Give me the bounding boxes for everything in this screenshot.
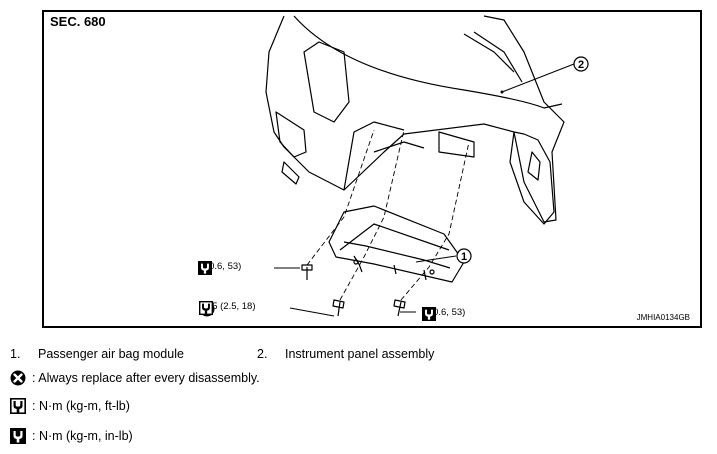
instrument-panel-top-edge bbox=[293, 15, 563, 109]
torque-ft-lb-icon bbox=[199, 301, 213, 315]
instrument-panel-right-end bbox=[509, 131, 555, 225]
callout-1-leader bbox=[415, 255, 457, 263]
torque-bottom-left-leader bbox=[289, 307, 335, 317]
callout-1: 1 bbox=[456, 248, 472, 264]
torque-bottom-left: 24.5 (2.5, 18) bbox=[199, 301, 256, 312]
callout-1-label: 1 bbox=[461, 251, 467, 263]
air-bag-module bbox=[328, 205, 465, 283]
figure-code: JMHIA0134GB bbox=[636, 313, 690, 322]
torque-in-lb-icon bbox=[422, 307, 436, 321]
torque-bottom-right-value: 6 (0.6, 53) bbox=[422, 307, 466, 318]
bolt-bottom-left bbox=[332, 299, 345, 317]
instrument-panel-outline bbox=[265, 15, 565, 223]
symbol-torque-in-lb: : N·m (kg-m, in-lb) bbox=[10, 428, 133, 444]
torque-in-lb-icon bbox=[10, 428, 26, 444]
callout-2: 2 bbox=[573, 56, 589, 72]
airbag-exploded-view: 2 1 bbox=[265, 15, 589, 317]
torque-upper-left-value: 6 (0.6, 53) bbox=[198, 261, 242, 272]
bolt-upper-left bbox=[301, 264, 313, 280]
callout-2-label: 2 bbox=[578, 59, 584, 71]
guide-line-2 bbox=[339, 129, 405, 301]
symbol-always-replace-text: : Always replace after every disassembly… bbox=[32, 371, 260, 385]
torque-bottom-right: 6 (0.6, 53) bbox=[422, 307, 465, 318]
bolt-bottom-right bbox=[393, 299, 406, 317]
guide-line-3 bbox=[400, 141, 470, 301]
torque-in-lb-icon bbox=[198, 261, 212, 275]
always-replace-icon bbox=[10, 370, 26, 386]
legend-number-2: 2. bbox=[257, 347, 268, 361]
torque-ft-lb-icon bbox=[10, 398, 26, 414]
symbol-always-replace: : Always replace after every disassembly… bbox=[10, 370, 260, 386]
guide-line-1 bbox=[306, 129, 375, 266]
torque-bottom-left-value: 24.5 (2.5, 18) bbox=[199, 301, 256, 312]
section-label: SEC. 680 bbox=[50, 14, 106, 29]
diagram-frame: 2 1 SEC. 680 6 (0.6, 53) 24.5 (2.5, 18) … bbox=[42, 10, 702, 328]
callout-2-leader bbox=[501, 63, 575, 93]
symbol-torque-in-lb-text: : N·m (kg-m, in-lb) bbox=[32, 429, 133, 443]
instrument-panel-lower-lip bbox=[343, 121, 405, 191]
symbol-torque-ft-lb: : N·m (kg-m, ft-lb) bbox=[10, 398, 130, 414]
legend-number-1: 1. bbox=[10, 347, 21, 361]
legend-label-1: Passenger air bag module bbox=[38, 347, 184, 361]
torque-upper-left: 6 (0.6, 53) bbox=[198, 261, 241, 272]
symbol-torque-ft-lb-text: : N·m (kg-m, ft-lb) bbox=[32, 399, 130, 413]
legend-label-2: Instrument panel assembly bbox=[285, 347, 435, 361]
